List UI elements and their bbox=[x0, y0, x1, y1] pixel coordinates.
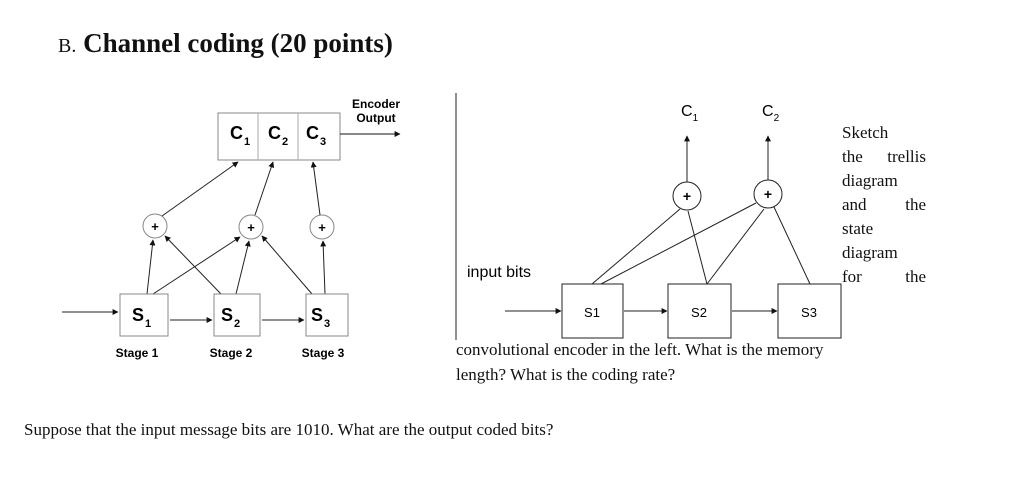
left-stage-3-symbol: S3 bbox=[311, 305, 330, 330]
side-text-line: Sketch bbox=[842, 123, 889, 142]
side-text-line: and the bbox=[842, 195, 926, 214]
right-s1-to-adder2 bbox=[600, 202, 757, 285]
section-title: Channel coding (20 points) bbox=[83, 28, 393, 58]
register-s3-label: S3 bbox=[801, 305, 817, 320]
left-adder2-to-c2 bbox=[254, 161, 275, 216]
register-s3-box bbox=[777, 283, 842, 339]
encoder-output-label-line2: Output bbox=[356, 111, 395, 125]
left-s2-to-adder2 bbox=[235, 240, 251, 295]
left-adder-1 bbox=[142, 213, 168, 239]
paragraph-line-1: convolutional encoder in the left. What … bbox=[456, 340, 824, 359]
right-s1-to-adder1 bbox=[591, 208, 681, 285]
question-text: Suppose that the input message bits are … bbox=[24, 420, 554, 439]
right-adder-1 bbox=[672, 181, 702, 211]
left-adder-3-symbol: + bbox=[318, 220, 326, 235]
left-adder-3 bbox=[309, 214, 335, 240]
left-stage-3-label: Stage 3 bbox=[302, 346, 345, 360]
side-text-line: diagram bbox=[842, 171, 898, 190]
register-s2-label: S2 bbox=[691, 305, 707, 320]
left-s1-to-adder2 bbox=[152, 236, 241, 295]
right-output-c2: C2 bbox=[762, 103, 780, 124]
register-s1-box bbox=[561, 283, 624, 339]
left-stage-2-label: Stage 2 bbox=[210, 346, 253, 360]
side-text-line: the trellis bbox=[842, 147, 926, 166]
left-stage-2-symbol: S2 bbox=[221, 305, 240, 330]
left-output-c2: C2 bbox=[268, 123, 288, 148]
left-s2-to-adder1 bbox=[164, 235, 222, 295]
left-stage-3-box bbox=[305, 293, 349, 337]
left-adder-2 bbox=[238, 214, 264, 240]
side-text-line: for the bbox=[842, 267, 926, 286]
section-letter: B. bbox=[58, 35, 77, 57]
left-adder1-to-c1 bbox=[161, 161, 239, 217]
left-output-register bbox=[217, 112, 341, 161]
left-stage-1-label: Stage 1 bbox=[116, 346, 159, 360]
left-encoder-diagram: C1 C2 C3 Encoder Output + + + S1 S2 bbox=[62, 97, 401, 360]
left-stage-2-box bbox=[213, 293, 261, 337]
section-heading: B. Channel coding (20 points) bbox=[58, 28, 393, 59]
left-stage-1-symbol: S1 bbox=[132, 305, 151, 330]
left-stage-1-box bbox=[119, 293, 169, 337]
side-text-line: state bbox=[842, 219, 874, 238]
register-s1-label: S1 bbox=[584, 305, 600, 320]
right-adder-2-symbol: + bbox=[764, 186, 772, 202]
side-text: Sketch the trellis diagram and the state… bbox=[842, 121, 926, 289]
right-s3-to-adder2 bbox=[773, 206, 811, 285]
side-text-line: diagram bbox=[842, 243, 898, 262]
left-adder-2-symbol: + bbox=[247, 220, 255, 235]
right-s2-to-adder2 bbox=[706, 208, 765, 285]
right-output-c1: C1 bbox=[681, 103, 699, 124]
left-output-c1: C1 bbox=[230, 123, 250, 148]
left-adder-1-symbol: + bbox=[151, 219, 159, 234]
left-adder3-to-c3 bbox=[310, 161, 321, 216]
left-s3-to-adder2 bbox=[261, 235, 313, 295]
paragraph-line-2: length? What is the coding rate? bbox=[456, 365, 676, 384]
right-encoder-diagram: C1 C2 + + input bits S1 S2 S3 bbox=[467, 103, 842, 339]
encoder-output-label-line1: Encoder bbox=[352, 97, 400, 111]
left-s3-to-adder3 bbox=[320, 240, 327, 295]
register-s2-box bbox=[667, 283, 732, 339]
left-output-c3: C3 bbox=[306, 123, 326, 148]
right-adder-1-symbol: + bbox=[683, 188, 691, 204]
input-bits-label: input bits bbox=[467, 264, 531, 281]
right-adder-2 bbox=[753, 179, 783, 209]
left-s1-to-adder1 bbox=[146, 239, 156, 295]
right-s2-to-adder1 bbox=[687, 210, 708, 285]
